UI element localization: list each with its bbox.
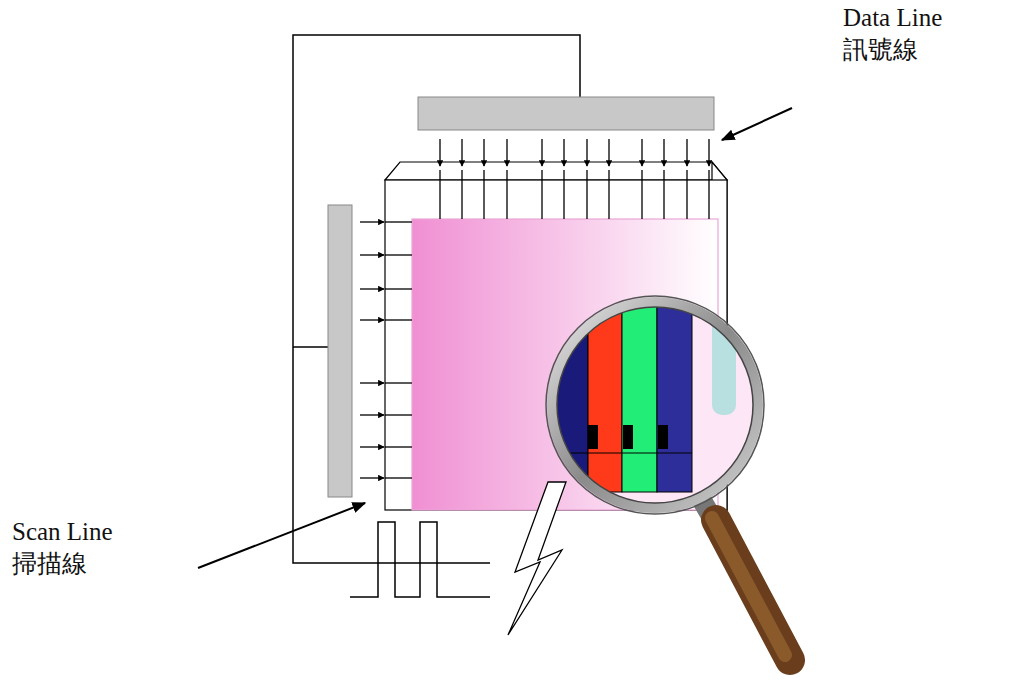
scan-line-arrow: [360, 288, 384, 289]
magnified-pixels: [540, 290, 780, 520]
scan-line: [385, 414, 412, 415]
data-line-arrow: [541, 139, 542, 166]
data-line-arrow: [663, 139, 664, 166]
data-line: [686, 170, 687, 219]
label-chinese: 掃描線: [12, 550, 87, 579]
data-line-arrow: [686, 139, 687, 166]
data-line-arrow: [586, 139, 587, 166]
scan-line-arrow: [360, 477, 384, 478]
leader-line: [722, 108, 792, 140]
data-driver: [418, 97, 714, 130]
label-english: Data Line: [843, 4, 942, 33]
lightning-bolt: [508, 482, 566, 635]
scan-line: [385, 221, 412, 222]
data-line: [663, 170, 664, 219]
scan-line: [385, 288, 412, 289]
scan-line: [385, 446, 412, 447]
scan-line: [385, 319, 412, 320]
data-line: [506, 170, 507, 219]
scan-line-arrow: [360, 221, 384, 222]
magnifier-ring-edge: [546, 296, 764, 514]
lcd-panel: [385, 162, 727, 510]
data-line: [608, 170, 609, 219]
data-line-arrow: [461, 139, 462, 166]
data-line-arrow: [506, 139, 507, 166]
data-line: [563, 170, 564, 219]
pulse-waveform: [350, 522, 490, 597]
magnifier-ring: [552, 302, 758, 508]
data-line: [541, 170, 542, 219]
magnifier-ring-edge: [557, 307, 753, 503]
scan-line-arrow: [360, 254, 384, 255]
data-line-arrow: [483, 139, 484, 166]
leader-line: [198, 503, 365, 568]
data-line: [708, 170, 709, 219]
data-line-arrows: [440, 139, 709, 219]
scan-line-arrow: [360, 382, 384, 383]
label-english: Scan Line: [12, 518, 113, 547]
scan-line: [385, 477, 412, 478]
scan-line: [385, 382, 412, 383]
data-line-arrow: [608, 139, 609, 166]
data-line-arrow: [708, 139, 709, 166]
magnifier-handle: [700, 497, 790, 660]
data-line: [586, 170, 587, 219]
scan-line-arrows: [360, 222, 412, 478]
data-line-arrow: [641, 139, 642, 166]
data-line: [461, 170, 462, 219]
scan-line-arrow: [360, 446, 384, 447]
scan-line-arrow: [360, 319, 384, 320]
scan-driver: [328, 205, 352, 497]
data-line: [439, 170, 440, 219]
data-line-arrow: [439, 139, 440, 166]
data-line-arrow: [563, 139, 564, 166]
data-line: [483, 170, 484, 219]
scan-line-arrow: [360, 414, 384, 415]
label-chinese: 訊號線: [843, 36, 918, 65]
scan-line: [385, 254, 412, 255]
data-line: [641, 170, 642, 219]
